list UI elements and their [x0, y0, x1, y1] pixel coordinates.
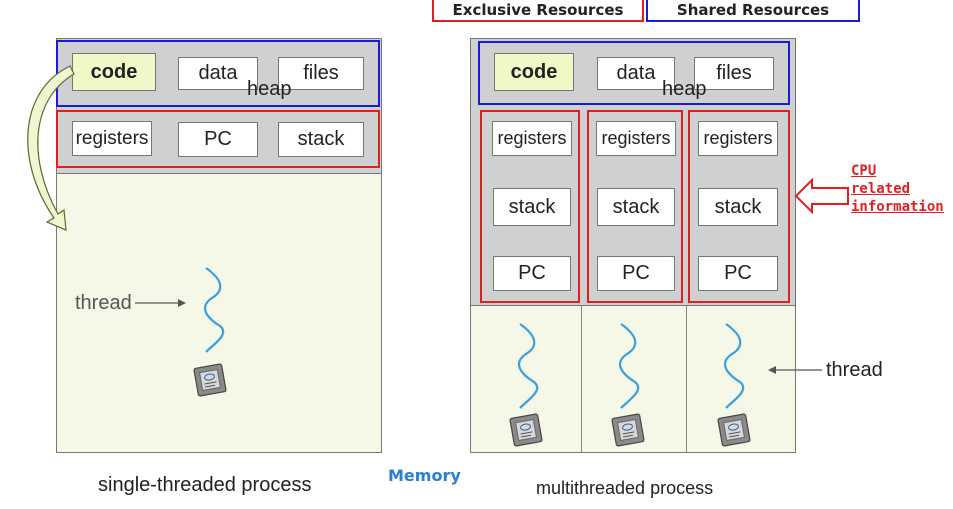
legend-exclusive-label: Exclusive Resources [452, 1, 624, 19]
cpu-note-line-3: information [851, 199, 944, 215]
multi-thread-1-outline [480, 110, 580, 303]
legend-shared-label: Shared Resources [676, 1, 830, 19]
single-thread-arrowhead [178, 299, 186, 307]
multi-heap-label: heap [662, 78, 707, 100]
multi-code-cell: code [494, 53, 574, 91]
load-curve-arrow-icon [27, 65, 75, 231]
multi-thread-arrowhead [768, 366, 776, 374]
single-pc-cell: PC [178, 122, 258, 157]
multi-thread-1-stack: stack [493, 188, 571, 226]
multi-divider-1 [581, 305, 582, 452]
multi-process-box [470, 38, 796, 453]
cpu-chip-icon [508, 412, 544, 453]
multi-thread-2-registers: registers [596, 121, 676, 156]
memory-label: Memory [388, 466, 461, 485]
cpu-note-arrow-icon [794, 177, 849, 215]
multi-thread-2-stack: stack [597, 188, 675, 226]
single-thread-area [57, 173, 381, 452]
single-stack-cell: stack [278, 122, 364, 157]
legend-exclusive: Exclusive Resources [432, 0, 644, 22]
multi-shared-outline [478, 41, 790, 105]
single-heap-label: heap [247, 78, 292, 100]
single-thread-squiggle [203, 267, 225, 353]
single-data-cell: data [178, 57, 258, 90]
single-caption: single-threaded process [98, 474, 312, 496]
single-registers-cell: registers [72, 121, 152, 156]
multi-thread-1-pc: PC [493, 256, 571, 291]
single-code-cell: code [72, 53, 156, 91]
multi-thread-squiggle-1 [517, 323, 539, 409]
cpu-chip-icon [610, 412, 646, 453]
legend-shared: Shared Resources [646, 0, 860, 22]
single-thread-label: thread [75, 292, 132, 314]
multi-divider-2 [686, 305, 687, 452]
cpu-chip-icon [716, 412, 752, 453]
multi-caption: multithreaded process [536, 478, 714, 498]
multi-thread-1-registers: registers [492, 121, 572, 156]
cpu-note: CPU related information [851, 162, 951, 216]
multi-thread-squiggle-2 [618, 323, 640, 409]
cpu-chip-icon [192, 362, 228, 403]
multi-thread-2-pc: PC [597, 256, 675, 291]
multi-thread-3-stack: stack [698, 188, 778, 226]
multi-data-cell: data [597, 57, 675, 90]
multi-thread-squiggle-3 [723, 323, 745, 409]
multi-files-cell: files [694, 57, 774, 90]
single-files-cell: files [278, 57, 364, 90]
single-process-box [56, 38, 382, 453]
multi-thread-3-outline [688, 110, 790, 303]
multi-thread-3-registers: registers [698, 121, 778, 156]
cpu-note-line-2: related [851, 181, 911, 197]
multi-thread-label: thread [826, 359, 883, 381]
cpu-note-line-1: CPU [851, 163, 877, 179]
single-exclusive-outline [56, 110, 380, 168]
multi-thread-3-pc: PC [698, 256, 778, 291]
multi-thread-2-outline [587, 110, 683, 303]
